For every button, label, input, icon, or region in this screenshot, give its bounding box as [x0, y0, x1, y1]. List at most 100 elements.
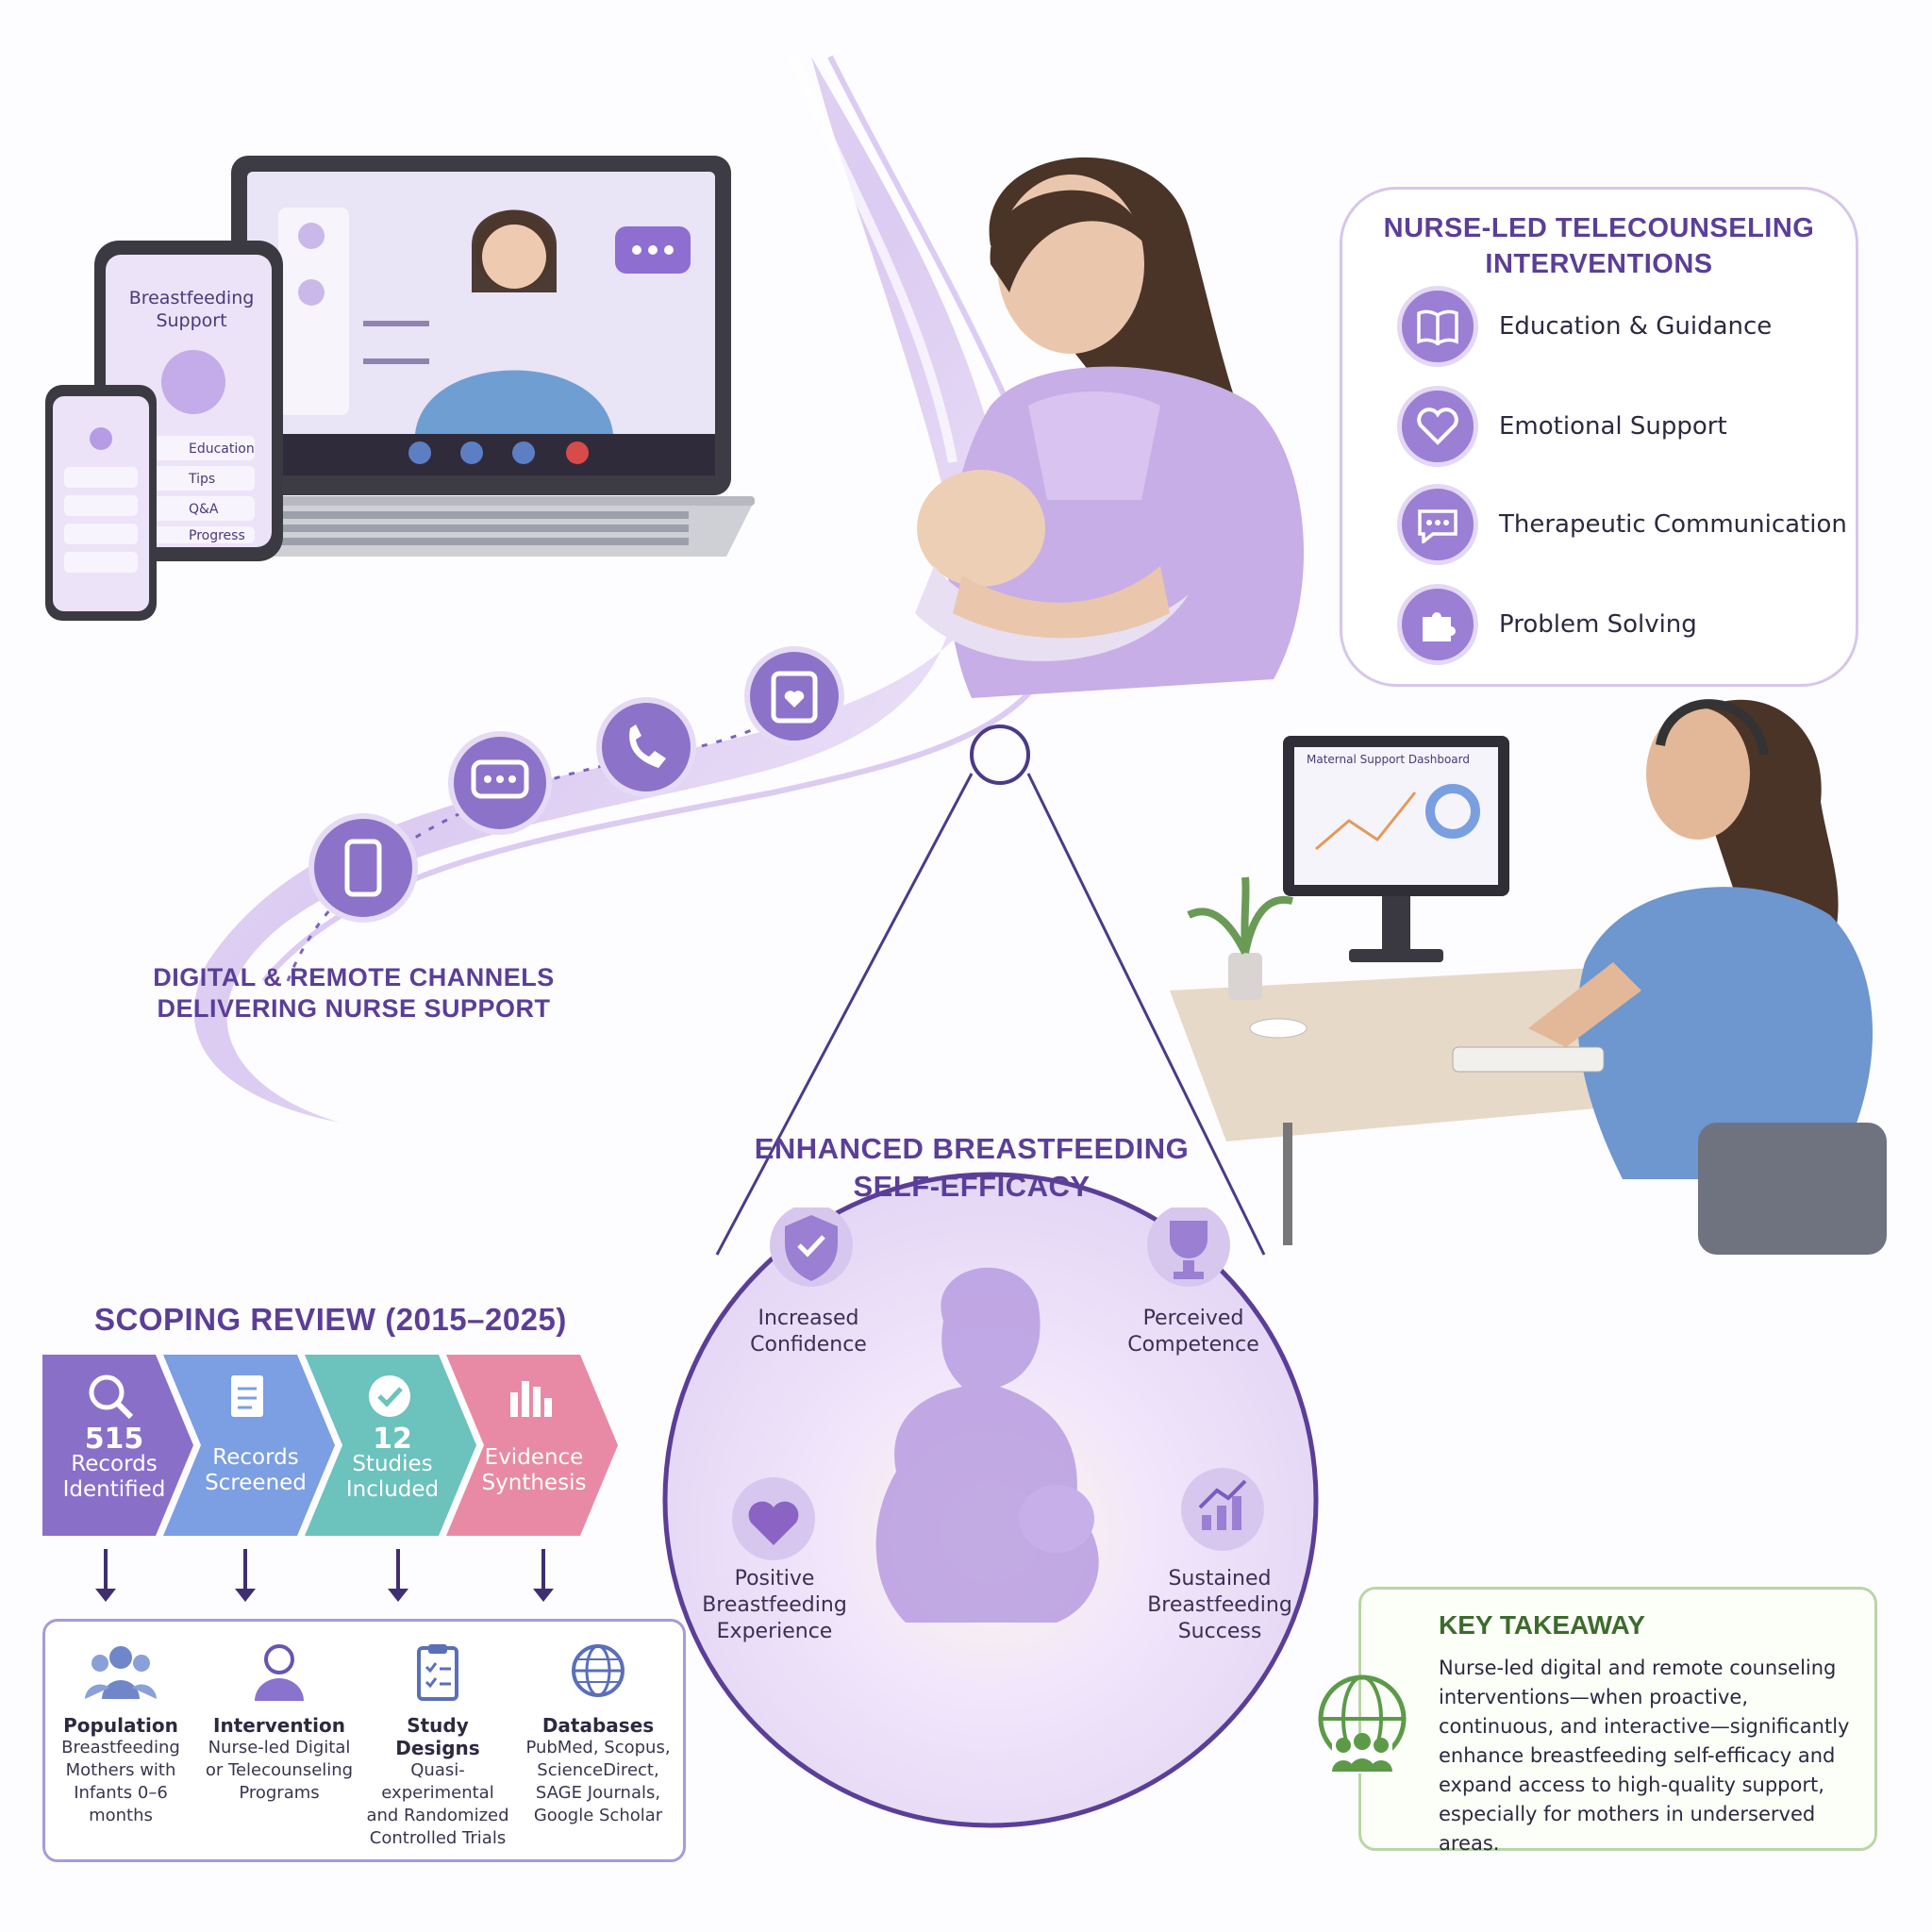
- key-takeaway-card: KEY TAKEAWAY Nurse-led digital and remot…: [1358, 1587, 1877, 1855]
- step-records-identified: 515 Records Identified: [42, 1355, 203, 1536]
- step-number: 12: [373, 1423, 412, 1456]
- devices-illustration: Breastfeeding Support Education Tips Q&A…: [45, 156, 755, 621]
- outcome-line: Experience: [716, 1620, 833, 1643]
- trophy-icon: [1147, 1208, 1230, 1287]
- intervention-emotional: Emotional Support: [1397, 386, 1850, 467]
- takeaway-title: KEY TAKEAWAY: [1439, 1610, 1645, 1640]
- document-icon: [231, 1375, 263, 1417]
- step-evidence-synthesis: Evidence Synthesis: [472, 1355, 632, 1536]
- clipboard-icon: [417, 1644, 458, 1701]
- tablet-title-line1: Breastfeeding: [129, 288, 255, 308]
- step-line: Records: [212, 1445, 299, 1470]
- intervention-education: Education & Guidance: [1397, 286, 1850, 367]
- tablet-menu-tips: Tips: [188, 472, 215, 487]
- outcome-line: Confidence: [750, 1333, 867, 1357]
- check-icon: [369, 1375, 410, 1417]
- criteria-line: or Telecounseling: [205, 1760, 354, 1780]
- efficacy-title-line2: SELF-EFFICACY: [853, 1170, 1091, 1203]
- growth-chart-icon: [1181, 1468, 1264, 1551]
- efficacy-title-line1: ENHANCED BREASTFEEDING: [754, 1132, 1190, 1165]
- channel-icons: [308, 646, 844, 923]
- globe-icon: [572, 1644, 625, 1697]
- channels-title-line1: DIGITAL & REMOTE CHANNELS: [153, 963, 555, 991]
- intervention-communication: Therapeutic Communication: [1397, 484, 1850, 565]
- mother-infant-illustration: [915, 157, 1305, 698]
- outcome-line: Success: [1177, 1620, 1262, 1643]
- outcome-line: Perceived: [1142, 1307, 1244, 1330]
- intervention-label: Problem Solving: [1499, 610, 1697, 639]
- criteria-line: PubMed, Scopus,: [525, 1738, 671, 1757]
- interventions-title-line2: INTERVENTIONS: [1485, 249, 1713, 279]
- efficacy-illustration: [732, 1208, 1264, 1623]
- tablet-menu-progress: Progress: [189, 528, 245, 543]
- outcome-line: Positive: [734, 1567, 815, 1591]
- criteria-line: ScienceDirect,: [537, 1760, 659, 1780]
- step-line: Evidence: [484, 1445, 584, 1470]
- step-line: Screened: [205, 1471, 307, 1495]
- criteria-heading: Study Designs: [395, 1714, 480, 1759]
- outcome-competence: Perceived Competence: [1104, 1306, 1283, 1358]
- chat-icon: [1397, 484, 1478, 565]
- scoping-criteria-box: Population Breastfeeding Mothers with In…: [42, 1619, 686, 1862]
- criteria-heading: Databases: [541, 1714, 655, 1737]
- criteria-line: Breastfeeding: [61, 1738, 180, 1757]
- criteria-line: Mothers with: [65, 1760, 176, 1780]
- intervention-label: Emotional Support: [1499, 412, 1727, 441]
- criteria-line: Controlled Trials: [369, 1828, 507, 1848]
- outcome-line: Breastfeeding: [702, 1593, 847, 1617]
- step-line: Synthesis: [481, 1471, 587, 1495]
- criteria-population: Population Breastfeeding Mothers with In…: [45, 1641, 196, 1827]
- nurse-desk-illustration: [1170, 699, 1887, 1255]
- step-studies-included: 12 Studies Included: [330, 1355, 491, 1536]
- step-line: Identified: [62, 1477, 166, 1502]
- criteria-line: Google Scholar: [533, 1806, 663, 1825]
- step-line: Records: [71, 1452, 158, 1476]
- channels-title: DIGITAL & REMOTE CHANNELS DELIVERING NUR…: [142, 962, 566, 1024]
- step-line: Included: [345, 1477, 440, 1502]
- outcome-confidence: Increased Confidence: [719, 1306, 898, 1358]
- smartphone-icon: [308, 813, 418, 923]
- chat-icon: [448, 731, 552, 835]
- criteria-intervention: Intervention Nurse-led Digital or Teleco…: [204, 1641, 355, 1805]
- nurse-icon: [255, 1644, 304, 1701]
- criteria-databases: Databases PubMed, Scopus, ScienceDirect,…: [523, 1641, 674, 1827]
- heart-icon: [1397, 386, 1478, 467]
- arrow-down: [388, 1549, 408, 1602]
- criteria-heading: Intervention: [213, 1714, 345, 1737]
- shield-check-icon: [770, 1208, 853, 1287]
- criteria-line: Programs: [239, 1783, 320, 1803]
- outcome-line: Breastfeeding: [1147, 1593, 1292, 1617]
- interventions-title: NURSE-LED TELECOUNSELING INTERVENTIONS: [1342, 210, 1856, 282]
- globe-people-icon: [1318, 1674, 1407, 1774]
- criteria-line: Nurse-led Digital: [208, 1738, 351, 1757]
- step-records-screened: Records Screened: [193, 1355, 354, 1536]
- efficacy-title: ENHANCED BREASTFEEDING SELF-EFFICACY: [717, 1130, 1226, 1206]
- outcome-line: Sustained: [1168, 1567, 1272, 1591]
- outcome-positive-experience: Positive Breastfeeding Experience: [685, 1566, 864, 1645]
- puzzle-icon: [1397, 584, 1478, 665]
- criteria-study-designs: Study Designs Quasi-experimental and Ran…: [362, 1641, 513, 1850]
- arrow-down: [235, 1549, 256, 1602]
- criteria-heading: Population: [63, 1714, 178, 1737]
- tablet-title-line2: Support: [156, 310, 226, 331]
- search-icon: [89, 1374, 134, 1420]
- bar-chart-icon: [510, 1381, 552, 1417]
- criteria-line: SAGE Journals,: [535, 1783, 661, 1803]
- phone-icon: [596, 697, 696, 797]
- outcome-sustained-success: Sustained Breastfeeding Success: [1130, 1566, 1309, 1645]
- arrow-down: [533, 1549, 554, 1602]
- step-number: 515: [84, 1423, 144, 1456]
- heart-icon: [732, 1477, 815, 1560]
- tablet-menu-qa: Q&A: [189, 502, 219, 517]
- criteria-line: and Randomized: [366, 1806, 509, 1825]
- intervention-problem-solving: Problem Solving: [1397, 584, 1850, 665]
- tablet-menu-education: Education: [189, 441, 255, 457]
- book-icon: [1397, 286, 1478, 367]
- tablet-heart-icon: [744, 646, 844, 746]
- intervention-label: Education & Guidance: [1499, 312, 1773, 341]
- channels-title-line2: DELIVERING NURSE SUPPORT: [157, 994, 551, 1023]
- dashboard-title: Maternal Support Dashboard: [1307, 753, 1470, 766]
- outcome-line: Increased: [758, 1307, 859, 1330]
- outcome-line: Competence: [1127, 1333, 1259, 1357]
- intervention-label: Therapeutic Communication: [1499, 510, 1847, 539]
